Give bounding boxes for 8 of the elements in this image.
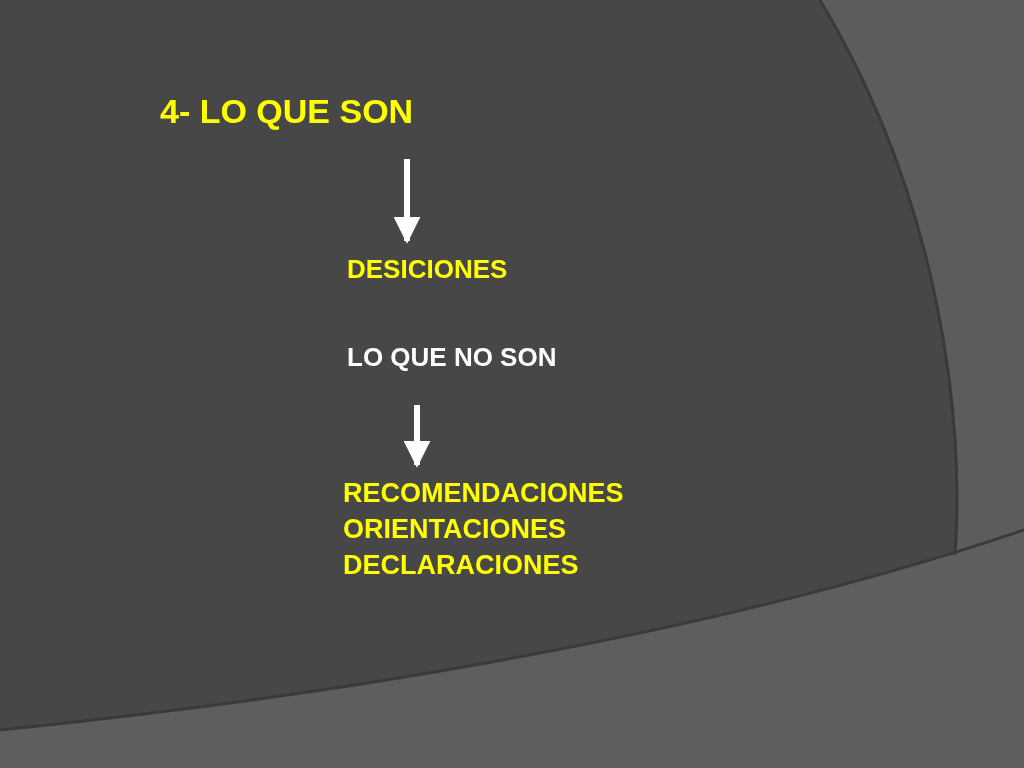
node-label: LO QUE NO SON bbox=[347, 341, 557, 374]
list-item: RECOMENDACIONES bbox=[343, 477, 624, 510]
list-item: DECLARACIONES bbox=[343, 549, 580, 582]
arrow bbox=[393, 159, 421, 244]
node-label: DESICIONES bbox=[347, 253, 508, 286]
list-item: ORIENTACIONES bbox=[343, 513, 567, 546]
slide-title: 4- LO QUE SON bbox=[160, 93, 414, 129]
arrow bbox=[403, 405, 431, 468]
